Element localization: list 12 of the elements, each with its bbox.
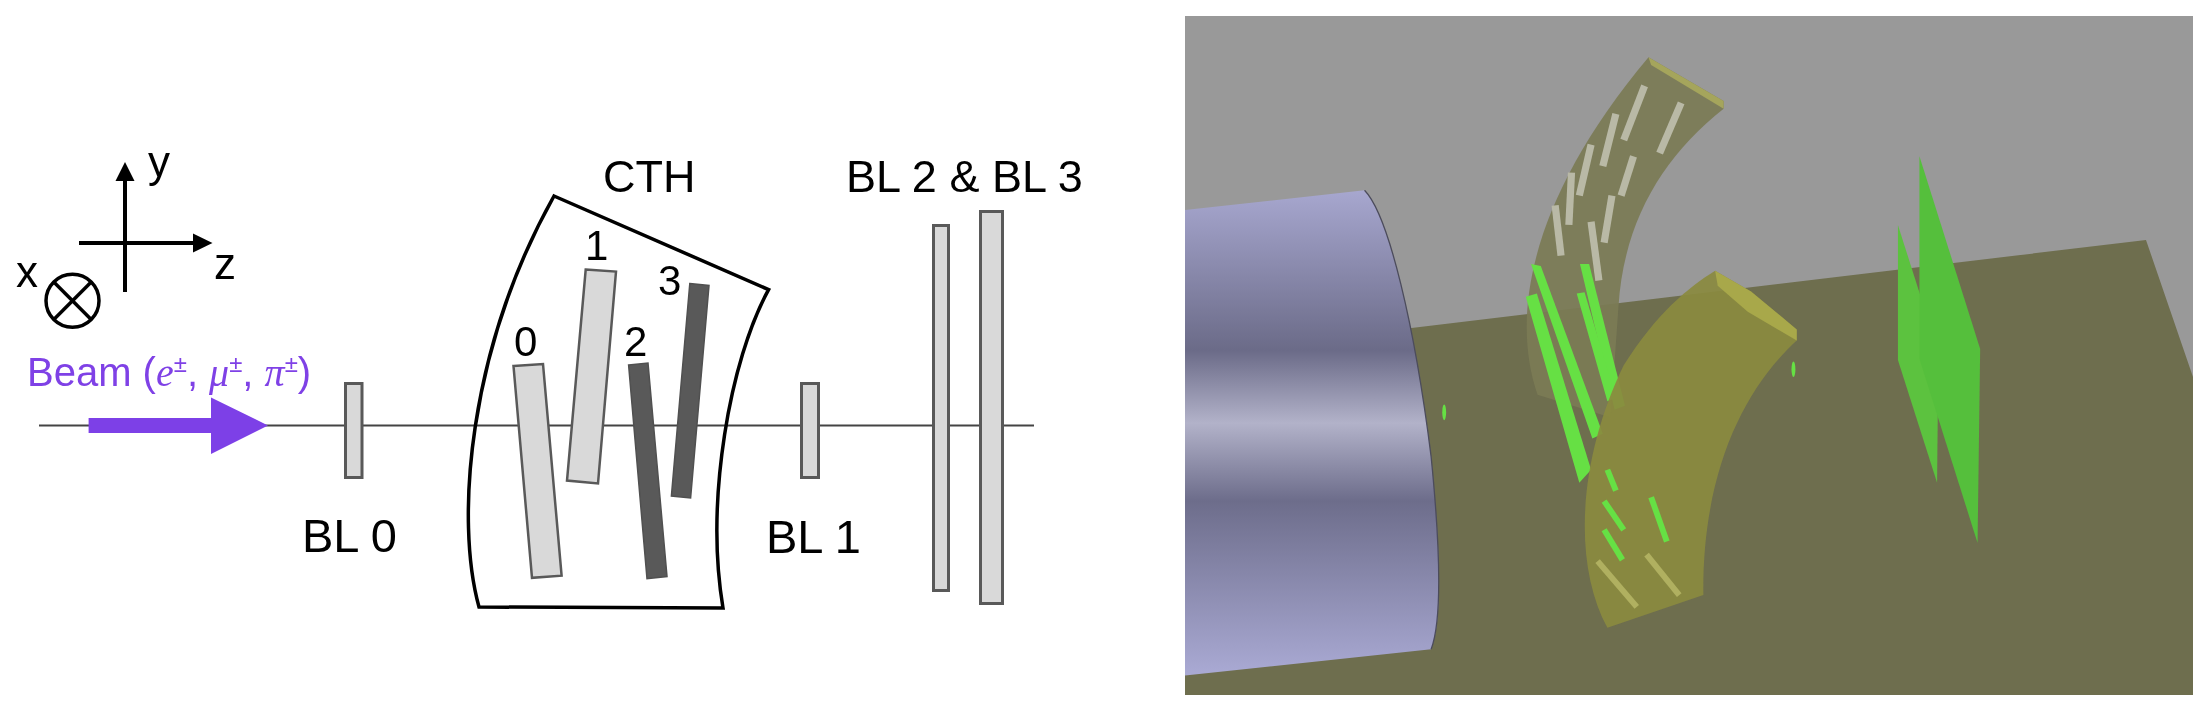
axis-label: x [16, 250, 38, 294]
detector-label: CTH [603, 154, 696, 199]
callout-number: 0 [514, 321, 538, 363]
detector-label: BL 0 [302, 512, 397, 559]
axis-label: y [148, 140, 170, 184]
detector-label: BL 2 & BL 3 [846, 154, 1083, 199]
callout-number: 3 [658, 260, 682, 302]
axis-label: z [214, 242, 236, 286]
beam-label: Beam (e$^{±}$, μ$^{±}$, π$^{±}$) [27, 352, 312, 393]
callout-number: 1 [585, 225, 609, 267]
detector-label: BL 1 [766, 513, 861, 560]
callout-number: 2 [624, 321, 648, 363]
